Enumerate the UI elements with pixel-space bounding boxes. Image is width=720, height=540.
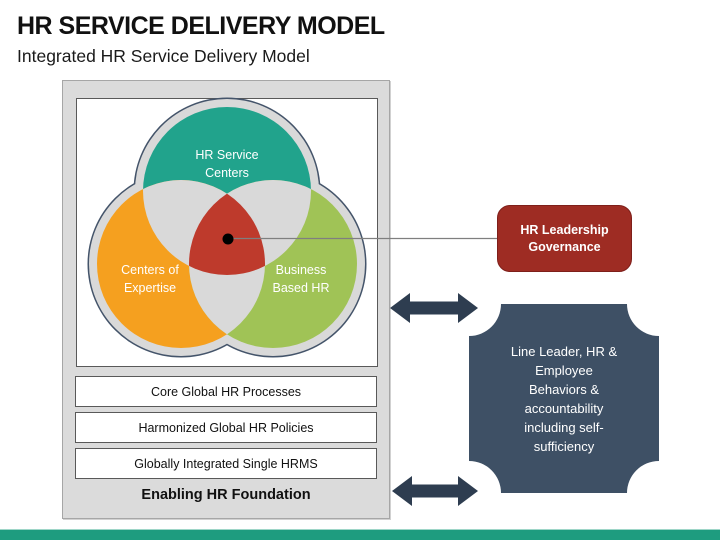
- venn-label-hr-service-centers: HR Service Centers: [195, 148, 259, 180]
- foundation-bar-single-hrms: Globally Integrated Single HRMS: [75, 448, 377, 479]
- double-arrow-top-icon: [390, 293, 478, 323]
- venn-label-centers-of-expertise: Centers of Expertise: [121, 263, 179, 295]
- foundation-bar-harmonized-policies: Harmonized Global HR Policies: [75, 412, 377, 443]
- foundation-bar-core-processes: Core Global HR Processes: [75, 376, 377, 407]
- hr-leadership-governance-callout: HR Leadership Governance: [497, 205, 632, 272]
- venn-label-business-based-hr: Business Based HR: [272, 263, 330, 295]
- footer-accent-bar: [0, 529, 720, 540]
- double-arrow-bottom-icon: [392, 476, 478, 506]
- page-title: HR SERVICE DELIVERY MODEL: [17, 12, 385, 40]
- behaviors-panel-text: Line Leader, HR & Employee Behaviors & a…: [510, 343, 618, 454]
- enabling-hr-foundation-label: Enabling HR Foundation: [141, 487, 311, 503]
- page-subtitle: Integrated HR Service Delivery Model: [17, 46, 310, 66]
- venn-frame: [76, 98, 378, 367]
